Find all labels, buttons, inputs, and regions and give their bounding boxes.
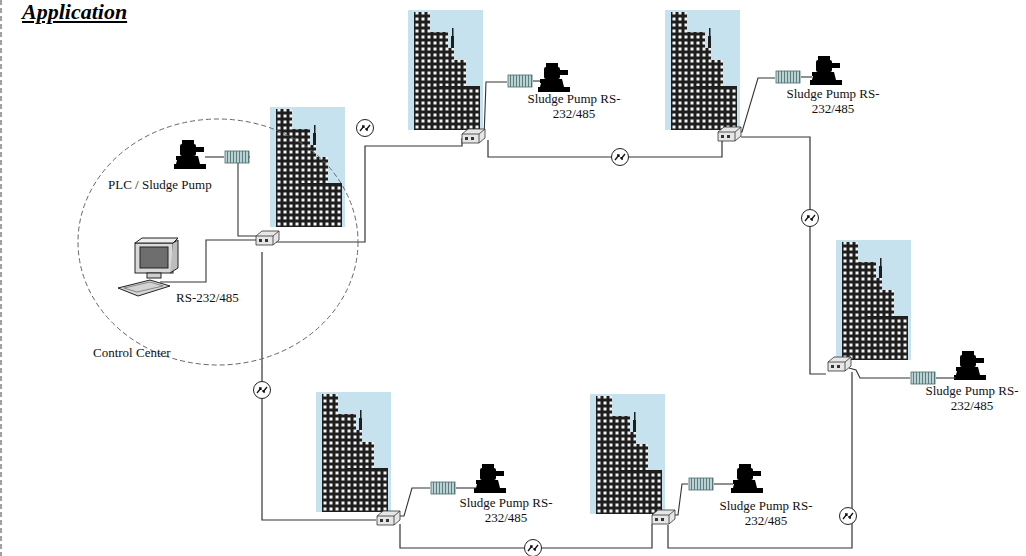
device-label: PLC / Sludge Pump [108,177,212,192]
pump-label: Sludge Pump RS-232/485 [922,383,1022,413]
pump-label: Sludge Pump RS-232/485 [456,495,556,525]
pump-label: Sludge Pump RS-232/485 [783,86,883,116]
pump-label: Sludge Pump RS-232/485 [524,91,624,121]
dashed-outline [76,117,360,367]
diagram-title: Application [22,0,127,24]
region-label: Control Center [93,345,171,360]
pump-label: Sludge Pump RS-232/485 [716,498,816,528]
interface-label: RS-232/485 [176,290,239,305]
region-ellipse: Control Center [76,117,360,367]
